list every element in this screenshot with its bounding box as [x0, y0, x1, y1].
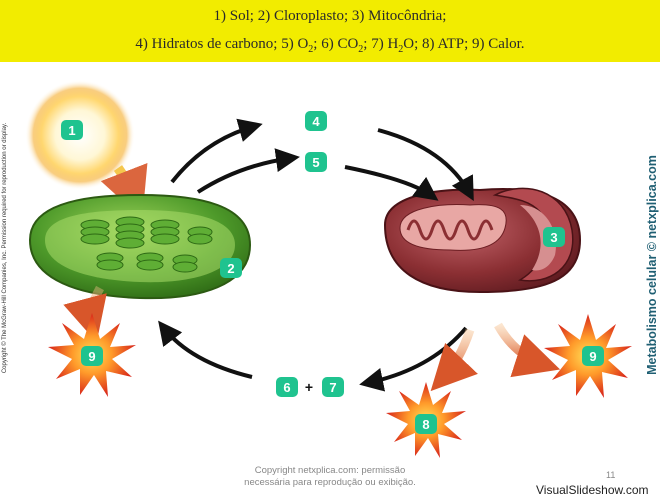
arrow-to-carbohydrates: [170, 118, 263, 184]
badge-carbohydrates: 4: [305, 111, 327, 131]
title-banner: 1) Sol; 2) Cloroplasto; 3) Mitocôndria; …: [0, 0, 660, 62]
badge-heat-right: 9: [582, 346, 604, 366]
legend-line-1: 1) Sol; 2) Cloroplasto; 3) Mitocôndria;: [213, 8, 447, 24]
side-credit: Metabolismo celular © netxplica.com: [645, 155, 659, 375]
badge-atp: 8: [415, 414, 437, 434]
arrow-oxygen-to-mitochondrion: [344, 165, 439, 201]
badge-oxygen: 5: [305, 152, 327, 172]
badge-sun: 1: [61, 120, 83, 140]
badge-chloroplast: 2: [220, 258, 242, 278]
arrow-mitochondrion-to-products: [359, 326, 468, 392]
svg-text:2: 2: [227, 261, 234, 276]
arrow-mitochondrion-atp: [430, 328, 478, 392]
footer-copyright: Copyright netxplica.com: permissão neces…: [244, 465, 416, 488]
mitochondrion: [383, 187, 582, 294]
svg-text:3: 3: [550, 230, 557, 245]
plus-sign: +: [305, 379, 313, 395]
badge-heat-left: 9: [81, 346, 103, 366]
badge-water: 7: [322, 377, 344, 397]
arrow-mitochondrion-heat: [494, 322, 561, 378]
arrow-carbohydrates-to-mitochondrion: [377, 128, 474, 202]
page-number: 11: [606, 470, 616, 480]
svg-text:8: 8: [422, 417, 429, 432]
svg-text:7: 7: [329, 380, 336, 395]
svg-text:5: 5: [312, 155, 319, 170]
legend-line-2: 4) Hidratos de carbono; 5) O2; 6) CO2; 7…: [135, 36, 525, 55]
arrow-to-oxygen: [196, 148, 300, 194]
brand-watermark: VisualSlideshow.com: [536, 483, 649, 497]
svg-text:6: 6: [283, 380, 290, 395]
svg-text:4: 4: [312, 114, 320, 129]
svg-text:9: 9: [589, 349, 596, 364]
chloroplast: [28, 193, 252, 300]
badge-mitochondrion: 3: [543, 227, 565, 247]
svg-text:1: 1: [68, 123, 75, 138]
svg-text:9: 9: [88, 349, 95, 364]
energy-cycle-diagram: 1 2 3 4 5 6 + 7 9 8 9: [25, 80, 632, 458]
arrow-products-to-chloroplast: [158, 320, 253, 379]
vertical-copyright: Copyright © The McGraw-Hill Companies, I…: [2, 122, 8, 374]
badge-co2: 6: [276, 377, 298, 397]
